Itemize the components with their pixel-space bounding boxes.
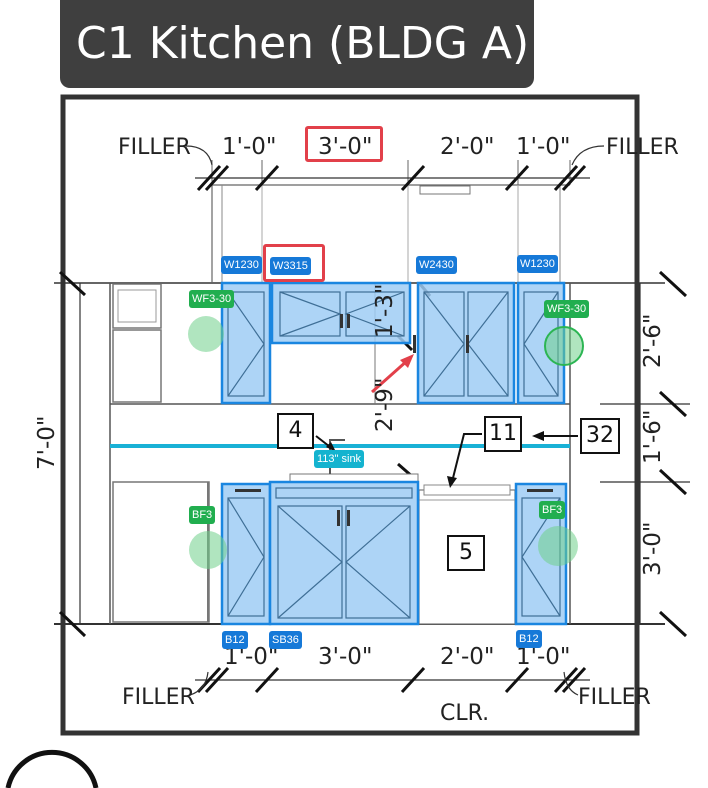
filler-marker-wf-right [544,326,584,366]
red-arrow [371,358,409,394]
right-lower-dim: 3'-0" [640,522,666,576]
tag-w3315[interactable]: W3315 [270,257,311,275]
top-dim-1: 1'-0" [222,134,276,160]
highlight-top-dim [305,126,383,162]
cabinet-SB36 [268,480,420,626]
tag-wf3-30-left[interactable]: WF3-30 [189,290,235,308]
overall-height-dim: 7'-0" [34,416,60,470]
tag-b12-left[interactable]: B12 [222,631,248,649]
tag-w1230-right[interactable]: W1230 [517,255,558,273]
right-mid-dim: 1'-6" [640,410,666,464]
top-dim-2: 3'-0" [318,134,372,160]
section-symbol-partial [5,749,99,788]
tag-bf3-right[interactable]: BF3 [539,501,566,519]
top-filler-left: FILLER [118,135,191,160]
top-filler-right: FILLER [606,135,679,160]
top-dim-4: 1'-0" [516,134,570,160]
tag-sink[interactable]: 113" sink [314,450,365,468]
callout-5: 5 [447,535,485,571]
filler-marker-wf-left [188,316,224,352]
bottom-filler-right: FILLER [578,685,651,710]
filler-marker-bf-left [189,531,227,569]
page-title: C1 Kitchen (BLDG A) [60,0,534,88]
bottom-clr-label: CLR. [440,701,489,726]
bottom-dim-2: 3'-0" [318,644,372,670]
highlight-w3315 [263,244,325,282]
microwave [112,283,162,329]
filler-marker-bf-right [538,526,578,566]
tag-wf3-30-right[interactable]: WF3-30 [544,300,590,318]
tag-bf3-left[interactable]: BF3 [189,506,216,524]
cabinet-W3315 [270,281,412,345]
right-upper-dim: 2'-6" [640,314,666,368]
tag-b12-right[interactable]: B12 [516,630,542,648]
tag-sb36[interactable]: SB36 [269,631,302,649]
upper-inner-dim: 1'-3" [372,284,398,338]
top-dim-3: 2'-0" [440,134,494,160]
tag-w1230-left[interactable]: W1230 [221,256,262,274]
callout-11: 11 [484,416,522,452]
callout-32: 32 [580,418,620,454]
bottom-dim-3: 2'-0" [440,644,494,670]
drawing-frame [60,94,640,736]
bottom-filler-left: FILLER [122,685,195,710]
tag-w2430[interactable]: W2430 [416,256,457,274]
upper-gap-dim: 2'-9" [372,378,398,432]
callout-4: 4 [277,413,314,449]
fridge-upper [112,329,162,403]
bottom-dim-4: 1'-0" [516,644,570,670]
